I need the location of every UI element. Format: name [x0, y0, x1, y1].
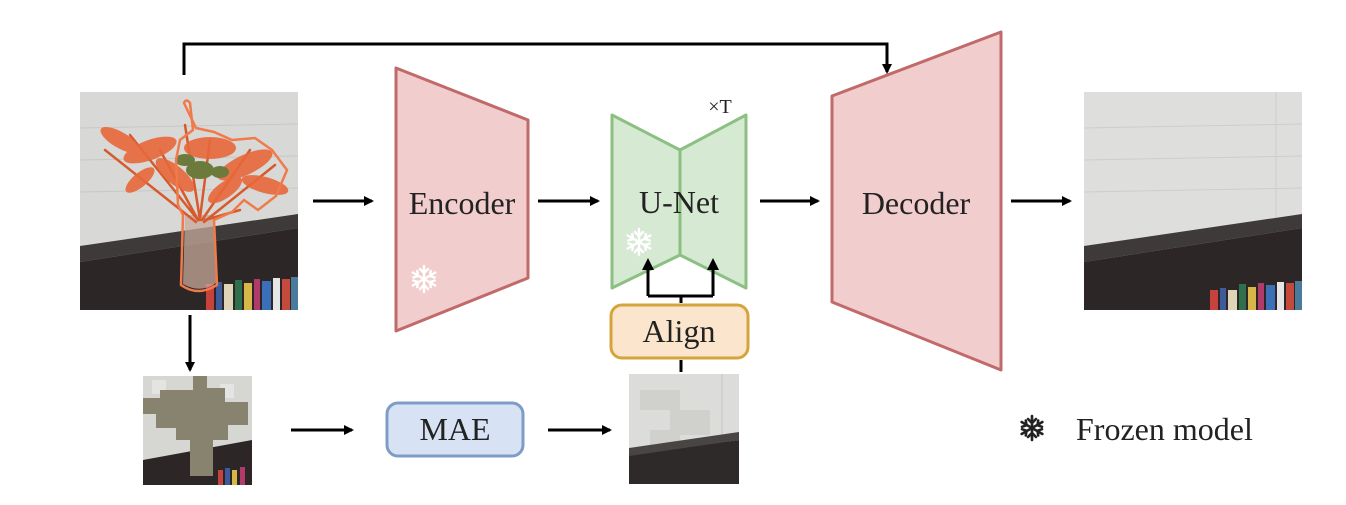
snowflake-icon — [1020, 414, 1044, 442]
align-to-unet-arrows — [646, 266, 715, 303]
encoder-label: Encoder — [409, 185, 516, 221]
unet-right-block — [678, 113, 748, 290]
align-block — [609, 303, 750, 360]
decoder-label: Decoder — [862, 185, 971, 221]
decoder-block — [830, 30, 1003, 372]
encoder-block — [394, 66, 530, 333]
mae-block — [385, 401, 525, 458]
align-label: Align — [643, 313, 716, 349]
output-image — [1084, 92, 1302, 310]
unet-timesteps-label: ×T — [708, 96, 732, 118]
input-image — [80, 92, 298, 310]
mae-label: MAE — [419, 411, 490, 447]
legend-label: Frozen model — [1076, 411, 1253, 447]
unet-label: U-Net — [639, 184, 719, 220]
mask-image — [143, 376, 252, 485]
skip-connection-arrow — [182, 42, 892, 75]
mae-output-image — [629, 374, 739, 484]
